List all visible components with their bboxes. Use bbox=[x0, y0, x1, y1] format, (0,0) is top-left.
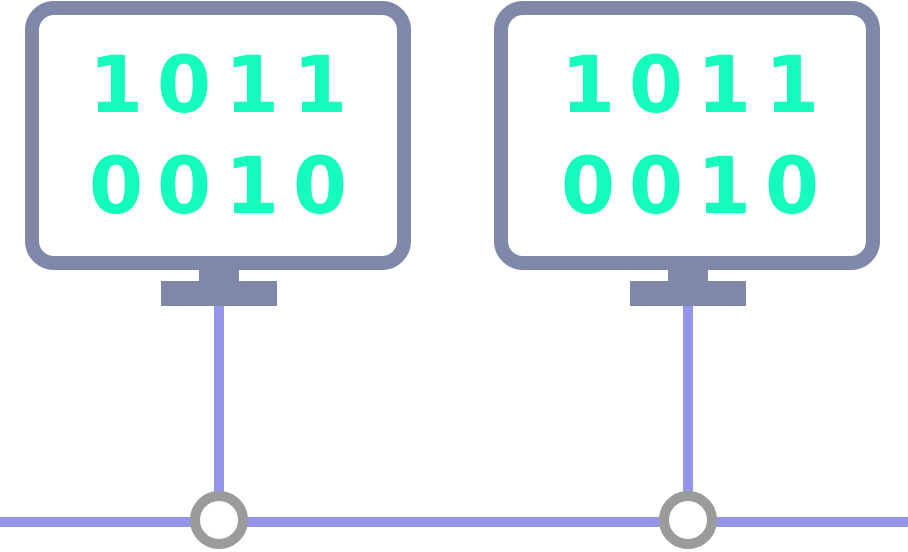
network-node-icon bbox=[659, 491, 717, 549]
monitor-2: 1 0 1 1 0 0 1 0 bbox=[494, 1, 880, 494]
monitor-1-bit-1-4: 1 bbox=[293, 41, 347, 131]
monitor-2-bit-2-2: 0 bbox=[629, 142, 683, 232]
monitor-1-bit-1-2: 0 bbox=[157, 41, 211, 131]
monitor-2-bit-1-3: 1 bbox=[697, 41, 751, 131]
monitor-2-stand-base bbox=[630, 281, 746, 306]
monitor-1-binary-row-2: 0 0 1 0 bbox=[89, 142, 347, 232]
monitor-1-bit-2-2: 0 bbox=[157, 142, 211, 232]
monitor-2-bit-2-1: 0 bbox=[561, 142, 615, 232]
monitor-2-bit-1-2: 0 bbox=[629, 41, 683, 131]
monitor-1: 1 0 1 1 0 0 1 0 bbox=[25, 1, 411, 494]
monitor-2-bit-1-1: 1 bbox=[561, 41, 615, 131]
monitor-1-bit-2-1: 0 bbox=[89, 142, 143, 232]
monitor-2-binary-row-1: 1 0 1 1 bbox=[561, 41, 819, 131]
monitor-1-stand-base bbox=[161, 281, 277, 306]
monitor-2-screen bbox=[494, 1, 880, 270]
network-node-icon bbox=[190, 491, 248, 549]
monitor-2-bit-2-3: 1 bbox=[697, 142, 751, 232]
monitor-2-binary-row-2: 0 0 1 0 bbox=[561, 142, 819, 232]
monitor-2-bit-2-4: 0 bbox=[765, 142, 819, 232]
monitor-2-stand-neck bbox=[668, 268, 708, 284]
monitor-1-bit-2-4: 0 bbox=[293, 142, 347, 232]
monitor-1-bit-1-1: 1 bbox=[89, 41, 143, 131]
monitor-2-bit-1-4: 1 bbox=[765, 41, 819, 131]
monitor-1-bit-1-3: 1 bbox=[225, 41, 279, 131]
monitor-1-stand-neck bbox=[199, 268, 239, 284]
monitor-1-bit-2-3: 1 bbox=[225, 142, 279, 232]
monitor-1-binary-row-1: 1 0 1 1 bbox=[89, 41, 347, 131]
monitor-1-screen bbox=[25, 1, 411, 270]
